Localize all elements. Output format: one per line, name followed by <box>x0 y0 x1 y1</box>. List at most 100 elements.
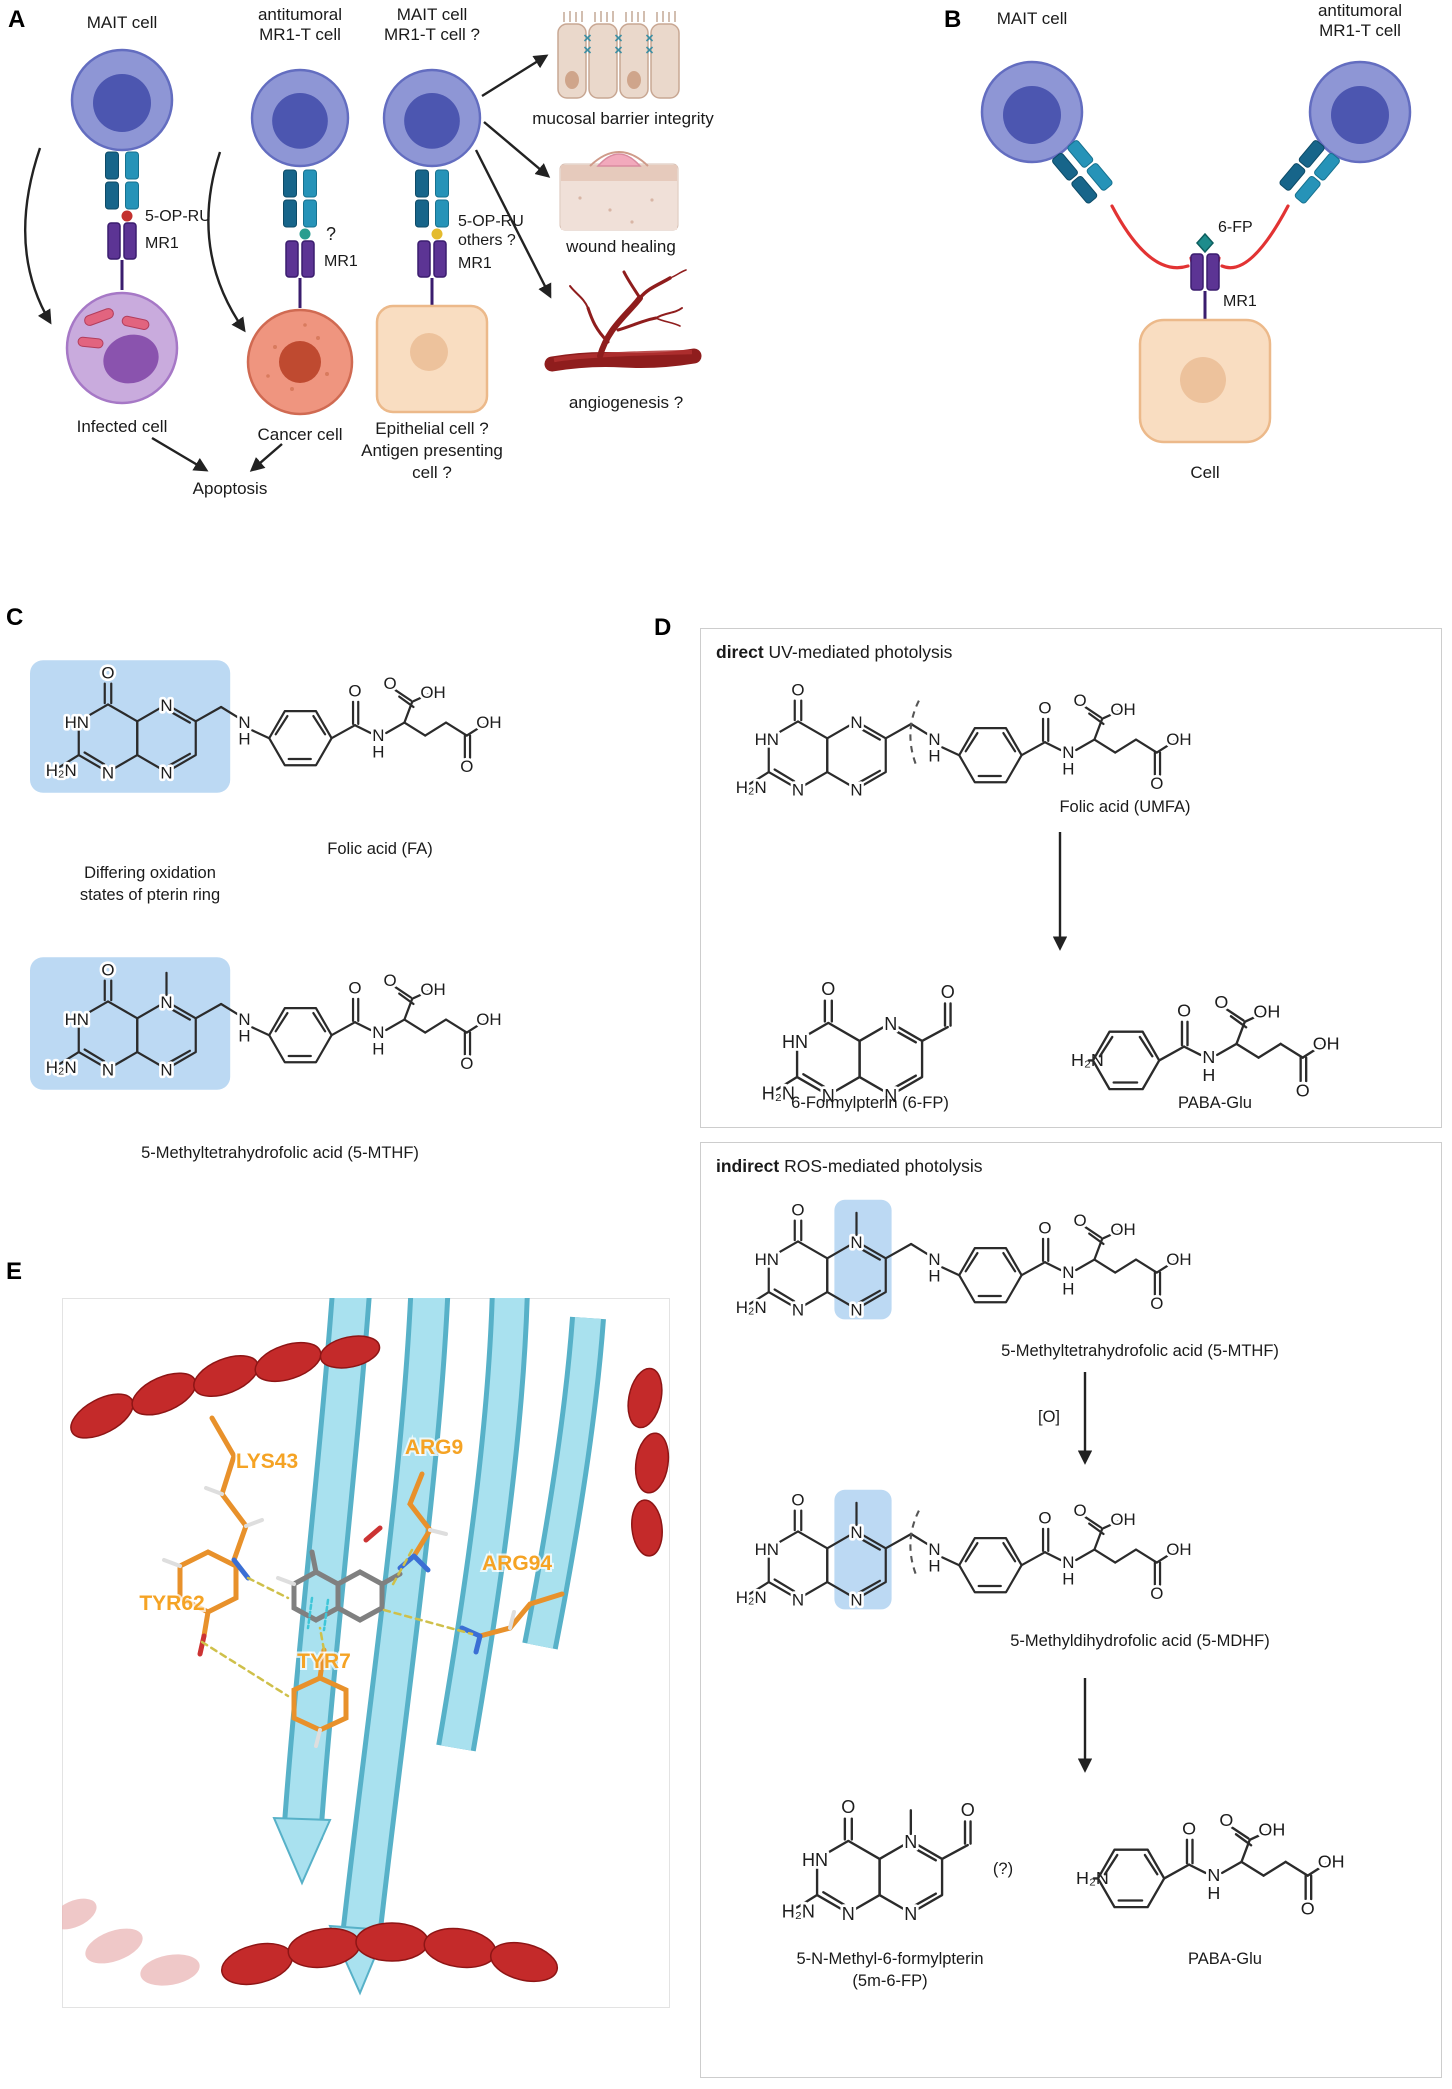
mr1-icon <box>284 239 316 310</box>
mr1-icon <box>416 239 448 310</box>
ligand-5opru-icon <box>121 210 133 222</box>
direct-rest: UV-mediated photolysis <box>763 642 953 662</box>
5m6fp-caption-2: (5m-6-FP) <box>852 1972 928 1990</box>
cell-label: Cell <box>1190 463 1219 482</box>
outcome-arrow <box>483 121 551 178</box>
hydrogen-bond-dashes <box>200 1548 474 1698</box>
mr1-icon <box>106 221 138 292</box>
antitumoral-cell-label-2: MR1-T cell <box>259 25 341 44</box>
panel-e-letter: E <box>6 1258 23 1285</box>
mthf-caption: 5-Methyltetrahydrofolic acid (5-MTHF) <box>141 1144 419 1162</box>
apoptosis-arrow <box>249 443 283 472</box>
mait-cell-graphic <box>382 68 482 168</box>
inhibition-arc <box>1213 204 1290 277</box>
mucosal-epithelium-icon <box>557 11 680 99</box>
epithelial-label-3: cell ? <box>412 463 452 482</box>
mait-mr1t-label-2: MR1-T cell ? <box>384 25 480 44</box>
tight-junction-icon <box>583 34 654 54</box>
cleavage-line <box>909 700 920 766</box>
mr1-label: MR1 <box>458 255 492 272</box>
activation-arrow <box>207 151 246 333</box>
outcome-wound-label: wound healing <box>565 237 676 256</box>
residue-label-arg94: ARG94 <box>482 1552 552 1575</box>
cleavage-line <box>909 1510 920 1576</box>
cancer-cell-graphic <box>246 308 354 416</box>
activation-arrow <box>23 147 52 325</box>
mait-cell-label: MAIT cell <box>87 13 158 32</box>
ligand-6fp-label: 6-FP <box>1218 219 1253 236</box>
ligand-and-residue-sticks <box>162 1415 565 1748</box>
pi-interaction-dashes <box>306 1596 330 1632</box>
mdhf-structure <box>720 1482 1240 1625</box>
reaction-arrow <box>1077 1372 1093 1465</box>
6fp-caption: 6-Formylpterin (6-FP) <box>791 1094 949 1112</box>
mthf-d-caption: 5-Methyltetrahydrofolic acid (5-MTHF) <box>1001 1342 1279 1360</box>
panel-c-letter: C <box>6 604 24 631</box>
mr1-label: MR1 <box>145 235 179 252</box>
direct-bold: direct <box>716 642 764 662</box>
residue-label-tyr62: TYR62 <box>139 1592 204 1615</box>
ligand-label-1: 5-OP-RU <box>458 213 524 230</box>
antitumoral-cell-label-2: MR1-T cell <box>1319 21 1401 40</box>
question-mark-label: (?) <box>992 1860 1014 1878</box>
ligand-other-icon <box>431 228 443 240</box>
mait-mr1t-label-1: MAIT cell <box>397 5 468 24</box>
indirect-photolysis-title: indirect ROS-mediated photolysis <box>716 1156 983 1177</box>
residue-label-lys43: LYS43 <box>236 1450 298 1473</box>
helix-ribbon <box>70 1335 670 1986</box>
mr1-icon <box>1189 252 1221 323</box>
mthf-structure-d <box>720 1192 1240 1335</box>
panel-b: MAIT cell antitumoral MR1-T cell 6-FP MR… <box>980 1 1412 482</box>
epithelial-label-1: Epithelial cell ? <box>375 419 488 438</box>
antitumoral-cell-label-1: antitumoral <box>258 5 342 24</box>
mr1-label: MR1 <box>1223 293 1257 310</box>
ligand-label-2: others ? <box>458 232 516 249</box>
panel-a-letter: A <box>8 6 26 33</box>
mait-cell-label: MAIT cell <box>997 9 1068 28</box>
cancer-cell-label: Cancer cell <box>257 425 342 444</box>
inhibition-arc <box>1110 204 1197 277</box>
mait-cell-graphic <box>1308 60 1412 164</box>
unknown-ligand-label: ? <box>326 224 336 244</box>
pterin-highlight <box>834 1199 892 1320</box>
tcr-icon <box>415 169 449 228</box>
tcr-icon <box>105 151 139 210</box>
faded-helix-ribbon <box>62 1898 200 1986</box>
indirect-bold: indirect <box>716 1156 780 1176</box>
residue-label-tyr7: TYR7 <box>297 1650 351 1673</box>
pterin-highlight <box>834 1489 892 1610</box>
infected-cell-graphic <box>65 291 179 405</box>
5m6fp-structure <box>765 1788 1015 1941</box>
folic-acid-structure <box>30 660 550 793</box>
protein-structure-view: LYS43 ARG9 TYR62 ARG94 TYR7 <box>62 1298 670 2008</box>
fa-caption: Folic acid (FA) <box>327 840 433 858</box>
residue-label-arg9: ARG9 <box>405 1436 463 1459</box>
outcome-arrow <box>481 54 549 98</box>
tcr-icon <box>283 169 317 228</box>
sheet-arrowhead <box>272 1816 332 1886</box>
wound-icon <box>596 153 642 167</box>
panel-b-letter: B <box>944 6 962 33</box>
antitumoral-cell-label-1: antitumoral <box>1318 1 1402 20</box>
apoptosis-label: Apoptosis <box>193 479 268 498</box>
oxidation-note-2: states of pterin ring <box>79 886 221 904</box>
direct-photolysis-title: direct UV-mediated photolysis <box>716 642 952 663</box>
panel-d-letter: D <box>654 614 672 641</box>
5m6fp-caption-1: 5-N-Methyl-6-formylpterin <box>796 1950 984 1968</box>
ligand-6fp-icon <box>1195 232 1215 254</box>
epithelial-label-2: Antigen presenting <box>361 441 503 460</box>
indirect-rest: ROS-mediated photolysis <box>779 1156 983 1176</box>
panel-a: MAIT cell 5-OP-RU MR1 Infected cell anti… <box>23 5 714 498</box>
paba-glu-structure <box>1040 1790 1385 1942</box>
oxidation-note-1: Differing oxidation <box>84 864 216 882</box>
oxidation-label: [O] <box>1037 1408 1060 1426</box>
paba-caption-2: PABA-Glu <box>1188 1950 1262 1968</box>
mait-cell-graphic <box>980 60 1084 164</box>
mait-cell-graphic <box>70 48 174 152</box>
mdhf-caption: 5-Methyldihydrofolic acid (5-MDHF) <box>1010 1632 1270 1650</box>
bacteria-icon <box>77 308 150 349</box>
infected-cell-label: Infected cell <box>77 417 168 436</box>
outcome-angiogenesis-label: angiogenesis ? <box>569 393 683 412</box>
mthf-structure <box>30 957 550 1090</box>
